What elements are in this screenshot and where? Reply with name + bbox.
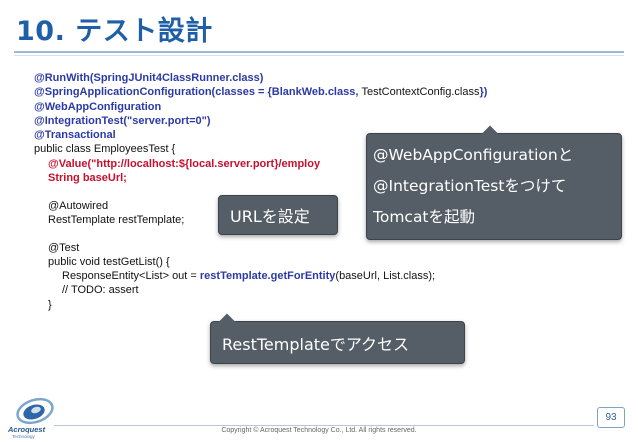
logo-wordmark: Acroquest	[8, 425, 46, 434]
code-line-closing-brace: }	[48, 298, 52, 311]
code-line-resttemplate-field: RestTemplate restTemplate;	[48, 213, 185, 226]
slide-title: 10. テスト設計	[16, 16, 213, 47]
code-line-test-annotation: @Test	[48, 241, 80, 254]
code-line-get-for-entity: ResponseEntity<List> out = restTemplate.…	[34, 269, 594, 283]
code-line-method-decl: public void testGetList() {	[48, 255, 170, 268]
code-token-response-entity: ResponseEntity<List> out =	[62, 270, 200, 283]
title-underline	[14, 51, 624, 53]
footer-divider	[54, 425, 594, 426]
code-line-baseurl-field: String baseUrl;	[48, 172, 127, 185]
callout-text-line1: @WebAppConfigurationと	[373, 146, 574, 164]
callout-set-url: URLを設定	[218, 195, 338, 235]
callout-tomcat-startup: @WebAppConfigurationと @IntegrationTestをつ…	[366, 125, 622, 240]
code-block: @RunWith(SpringJUnit4ClassRunner.class) …	[34, 71, 594, 312]
title-underline-thin	[14, 55, 624, 56]
code-line-runwith: @RunWith(SpringJUnit4ClassRunner.class)	[34, 72, 264, 84]
code-line-transactional: @Transactional	[34, 129, 116, 142]
callout-text-line3: Tomcatを起動	[373, 208, 476, 226]
page-number: 93	[597, 407, 625, 428]
code-token-closing-braces: })	[479, 86, 488, 99]
callout-url-text: URLを設定	[230, 207, 310, 226]
code-token-args: (baseUrl, List.class);	[335, 270, 436, 283]
code-line-spring-app-config: @SpringApplicationConfiguration(classes …	[34, 85, 594, 99]
code-line-autowired: @Autowired	[48, 199, 109, 212]
code-line-value-annotation: @Value("http://localhost:${local.server.…	[48, 157, 321, 170]
code-token-test-context-config: TestContextConfig.class	[361, 86, 480, 99]
code-line-integrationtest: @IntegrationTest("server.port=0")	[34, 114, 211, 127]
code-token-spring-config: @SpringApplicationConfiguration(classes …	[34, 86, 362, 99]
code-line-class-decl: public class EmployeesTest {	[34, 143, 176, 156]
callout-resttemplate-access: RestTemplateでアクセス	[210, 313, 465, 364]
callout-rest-text: RestTemplateでアクセス	[222, 335, 410, 354]
copyright-notice: Copyright © Acroquest Technology Co., Lt…	[221, 427, 417, 434]
code-line-todo-comment: // TODO: assert	[62, 284, 139, 297]
code-token-get-for-entity: restTemplate.getForEntity	[199, 270, 336, 283]
acroquest-logo-icon	[16, 397, 54, 425]
code-line-webappconfig: @WebAppConfiguration	[34, 100, 162, 113]
logo-subtitle: Technology	[12, 434, 35, 439]
callout-pointer	[218, 313, 236, 331]
callout-text-line2: @IntegrationTestをつけて	[373, 177, 567, 195]
